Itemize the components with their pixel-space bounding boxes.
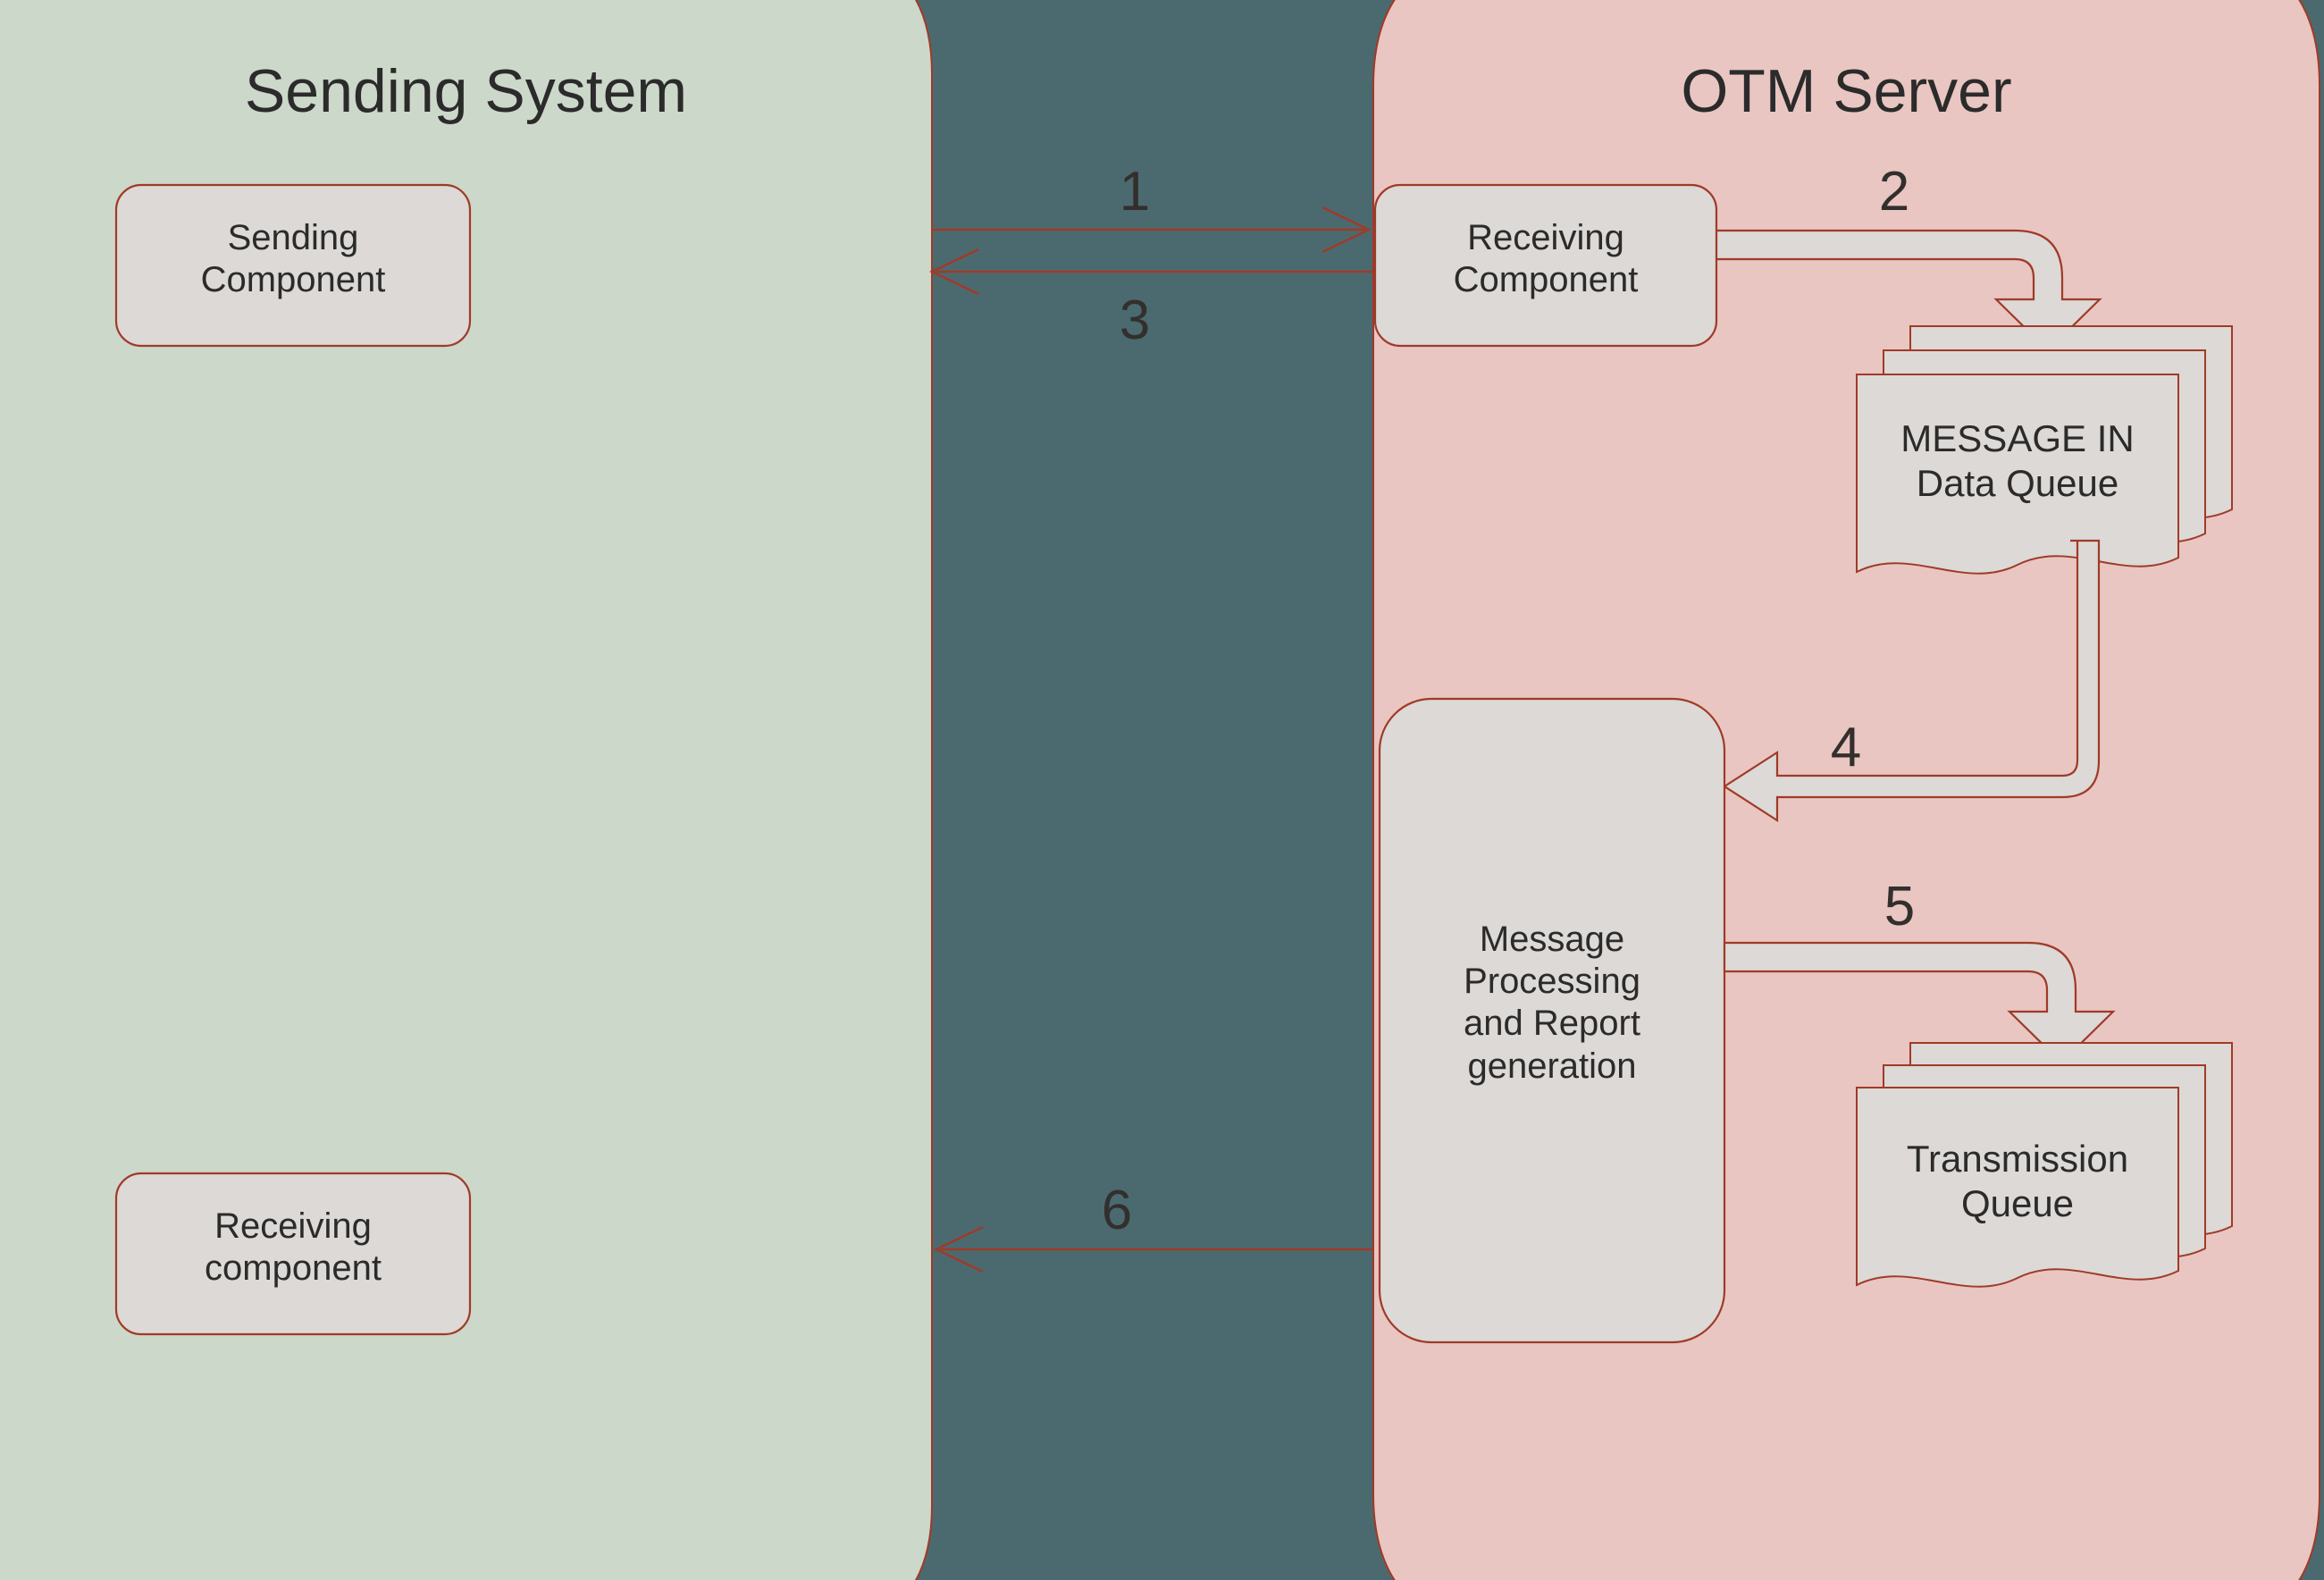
arrow-step-6 <box>934 1225 1373 1273</box>
message-processing-node <box>1378 697 1726 1344</box>
sending-component-node <box>114 183 472 348</box>
message-in-data-queue <box>1856 325 2233 575</box>
arrow-step-1 <box>932 206 1372 254</box>
arrow-step-4 <box>1722 539 2101 823</box>
receiving-component-left-node <box>114 1172 472 1336</box>
transmission-queue <box>1856 1042 2233 1288</box>
arrow-step-3 <box>929 248 1373 296</box>
receiving-component-node <box>1373 183 1718 348</box>
arrow-step-5 <box>1723 941 2116 1064</box>
arrow-step-2 <box>1712 229 2102 352</box>
